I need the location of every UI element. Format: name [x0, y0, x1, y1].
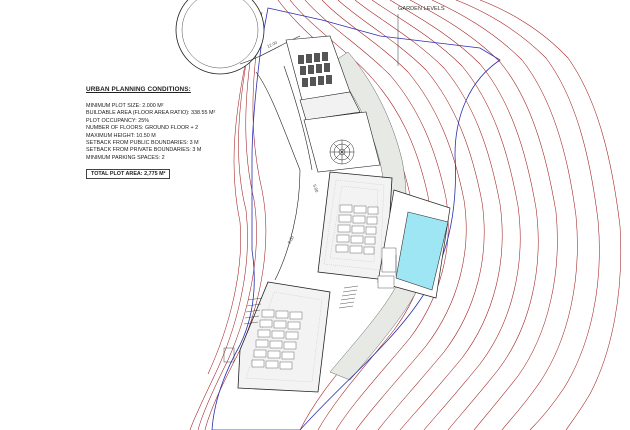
condition-line: BUILDABLE AREA (FLOOR AREA RATIO): 338.5…: [86, 110, 216, 117]
garden-levels-label: GARDEN LEVELS: [398, 6, 445, 12]
condition-line: SETBACK FROM PRIVATE BOUNDARIES: 3 M: [86, 147, 202, 154]
exterior-stairs: [223, 285, 359, 363]
condition-line: MINIMUM PARKING SPACES: 2: [86, 154, 165, 161]
room-grid-lower: [251, 309, 303, 370]
access-road: [239, 35, 313, 281]
total-plot-area: TOTAL PLOT AREA: 2,775 M²: [86, 169, 171, 180]
condition-line: MAXIMUM HEIGHT: 10.50 M: [86, 132, 156, 139]
condition-line: SETBACK FROM PUBLIC BOUNDARIES: 3 M: [86, 140, 199, 147]
roundabout: [175, 0, 265, 75]
swimming-pool: [395, 211, 449, 291]
site-boundary: [211, 7, 501, 430]
urban-planning-conditions: URBAN PLANNING CONDITIONS: MINIMUM PLOT …: [86, 86, 296, 180]
contour-lines-left: [189, 11, 267, 430]
parking-spaces-upper: [298, 52, 332, 87]
road-width-lower: 5.00: [287, 234, 296, 244]
roundabout-inner: [181, 0, 259, 69]
road-width-upper: 12.00: [266, 40, 278, 49]
condition-line: PLOT OCCUPANCY: 25%: [86, 117, 150, 124]
spiral-stair: [329, 139, 355, 165]
condition-line: NUMBER OF FLOORS: GROUND FLOOR + 2: [86, 125, 199, 132]
condition-line: MINIMUM PLOT SIZE: 2.000 M²: [86, 103, 164, 109]
conditions-heading: URBAN PLANNING CONDITIONS:: [86, 86, 191, 93]
room-grid-main: [335, 204, 379, 255]
pool-terrace: [377, 189, 451, 299]
road-width-mid: 5.00: [312, 184, 320, 194]
